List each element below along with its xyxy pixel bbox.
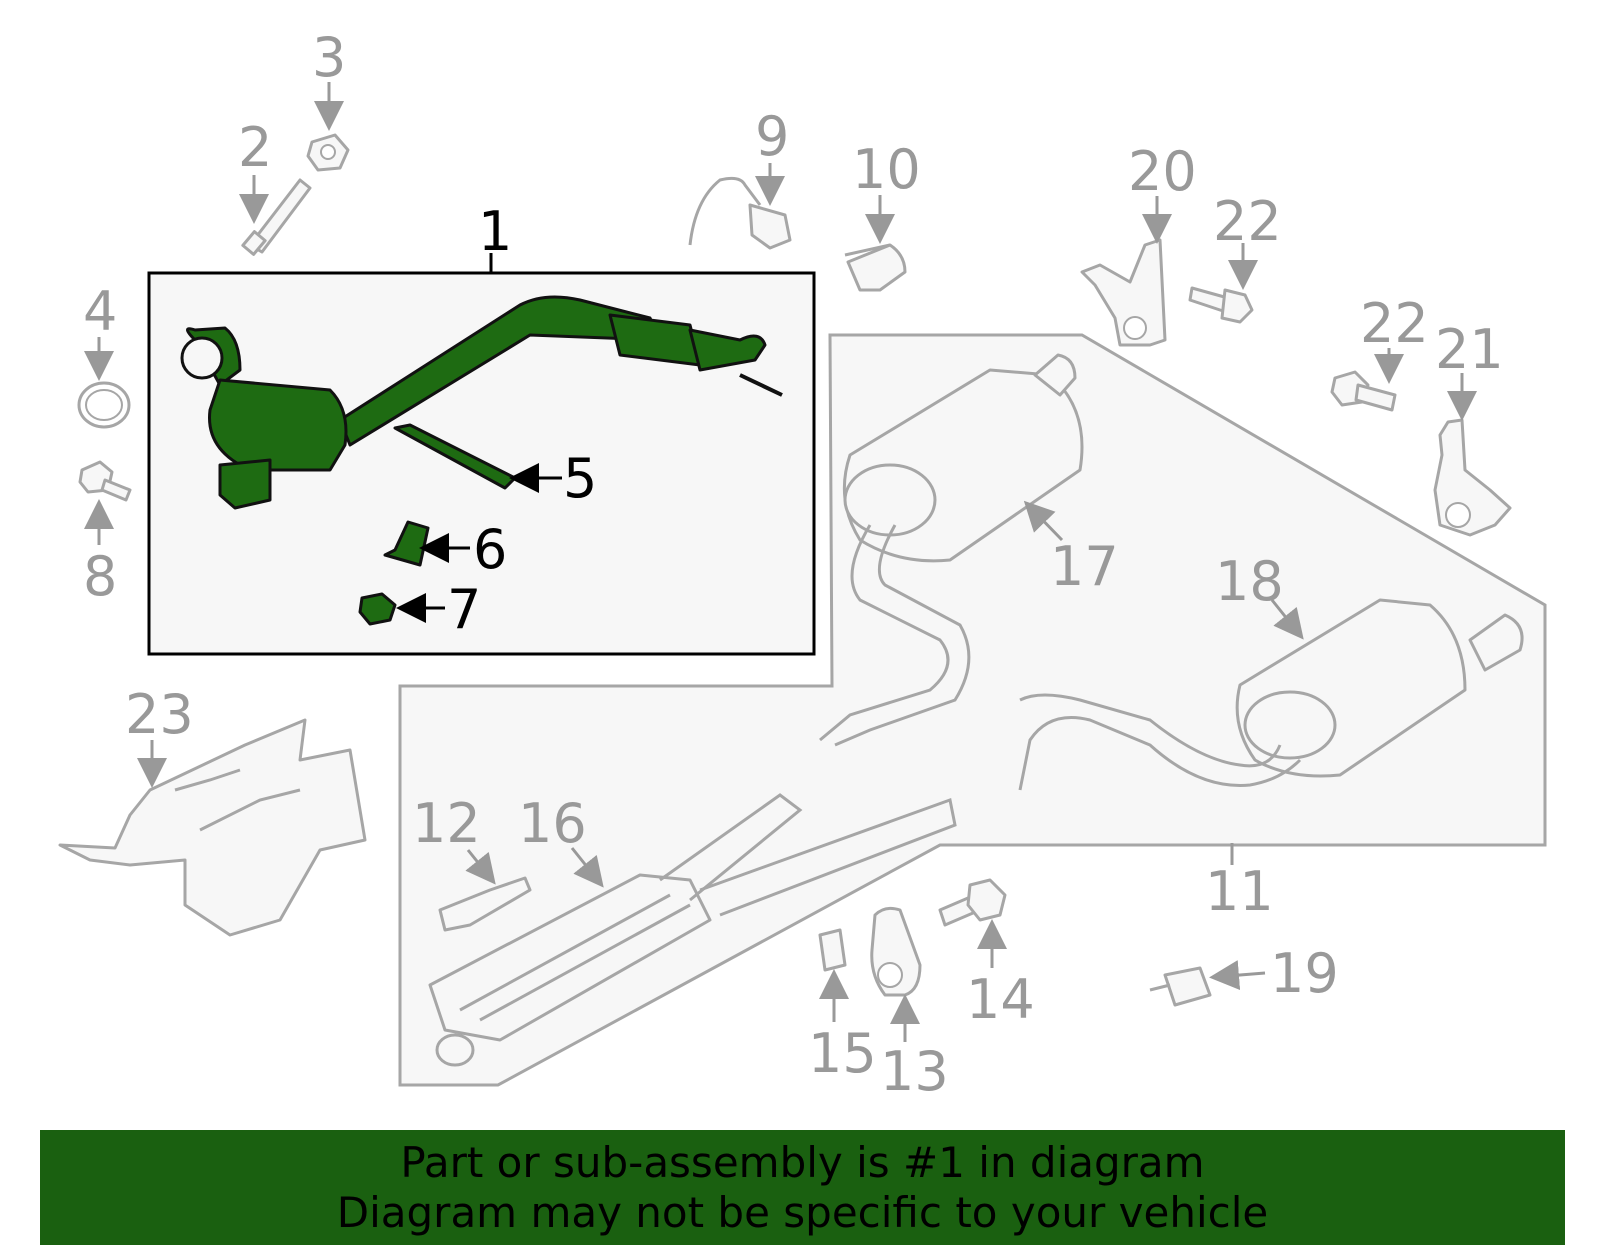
- bracket-part-21[interactable]: [1433, 418, 1512, 537]
- info-banner: Part or sub-assembly is #1 in diagram Di…: [40, 1130, 1565, 1245]
- nut-part-3[interactable]: [306, 133, 350, 172]
- callout-8: 8: [83, 545, 117, 608]
- bolt-part-22-upper[interactable]: [1188, 286, 1254, 324]
- clamp-part-10[interactable]: [844, 243, 907, 292]
- callout-18: 18: [1215, 550, 1284, 613]
- callout-21: 21: [1435, 318, 1504, 381]
- callout-7: 7: [447, 578, 481, 641]
- muffler-part-17[interactable]: [819, 353, 1084, 747]
- callout-22-upper: 22: [1213, 190, 1282, 253]
- callout-10: 10: [852, 138, 921, 201]
- callout-2: 2: [238, 116, 272, 179]
- converter-pipe-part-1[interactable]: [180, 295, 783, 510]
- callout-12: 12: [412, 792, 481, 855]
- callout-9: 9: [755, 105, 789, 168]
- bracket-part-13[interactable]: [870, 906, 922, 997]
- callout-6: 6: [473, 518, 507, 581]
- bolt-part-22-lower[interactable]: [1330, 370, 1397, 412]
- banner-line-1: Part or sub-assembly is #1 in diagram: [400, 1138, 1205, 1187]
- clamp-part-12[interactable]: [438, 876, 532, 932]
- nut-part-7[interactable]: [358, 592, 397, 626]
- isolator-part-19[interactable]: [1149, 966, 1212, 1007]
- muffler-part-18[interactable]: [1018, 598, 1524, 791]
- plate-part-15[interactable]: [818, 928, 847, 972]
- muffler-part-16[interactable]: [428, 793, 957, 1067]
- callout-11: 11: [1205, 860, 1274, 923]
- callout-3: 3: [312, 26, 346, 89]
- callout-19: 19: [1270, 942, 1339, 1005]
- banner-line-2: Diagram may not be specific to your vehi…: [336, 1188, 1269, 1237]
- bolt-part-8[interactable]: [78, 460, 132, 502]
- bolt-part-14[interactable]: [938, 878, 1007, 927]
- gasket-part-4[interactable]: [77, 381, 131, 429]
- callout-5: 5: [563, 447, 597, 510]
- callout-23: 23: [125, 683, 194, 746]
- callout-20: 20: [1128, 140, 1197, 203]
- heat-shield-part-23[interactable]: [58, 718, 367, 937]
- bolt-part-2[interactable]: [241, 178, 312, 256]
- callout-1: 1: [478, 200, 512, 263]
- callout-16: 16: [518, 792, 587, 855]
- callout-17: 17: [1050, 535, 1119, 598]
- callout-4: 4: [83, 280, 117, 343]
- bracket-part-20[interactable]: [1080, 238, 1167, 347]
- exhaust-parts-diagram: 1 5 6 7 2 3 4 8 9 10 11 12 13 14 15 16 1…: [58, 26, 1547, 1103]
- callout-22-lower: 22: [1360, 292, 1429, 355]
- callout-15: 15: [808, 1022, 877, 1085]
- sensor-part-9[interactable]: [688, 176, 792, 250]
- callout-14: 14: [966, 968, 1035, 1031]
- callout-13: 13: [880, 1040, 949, 1103]
